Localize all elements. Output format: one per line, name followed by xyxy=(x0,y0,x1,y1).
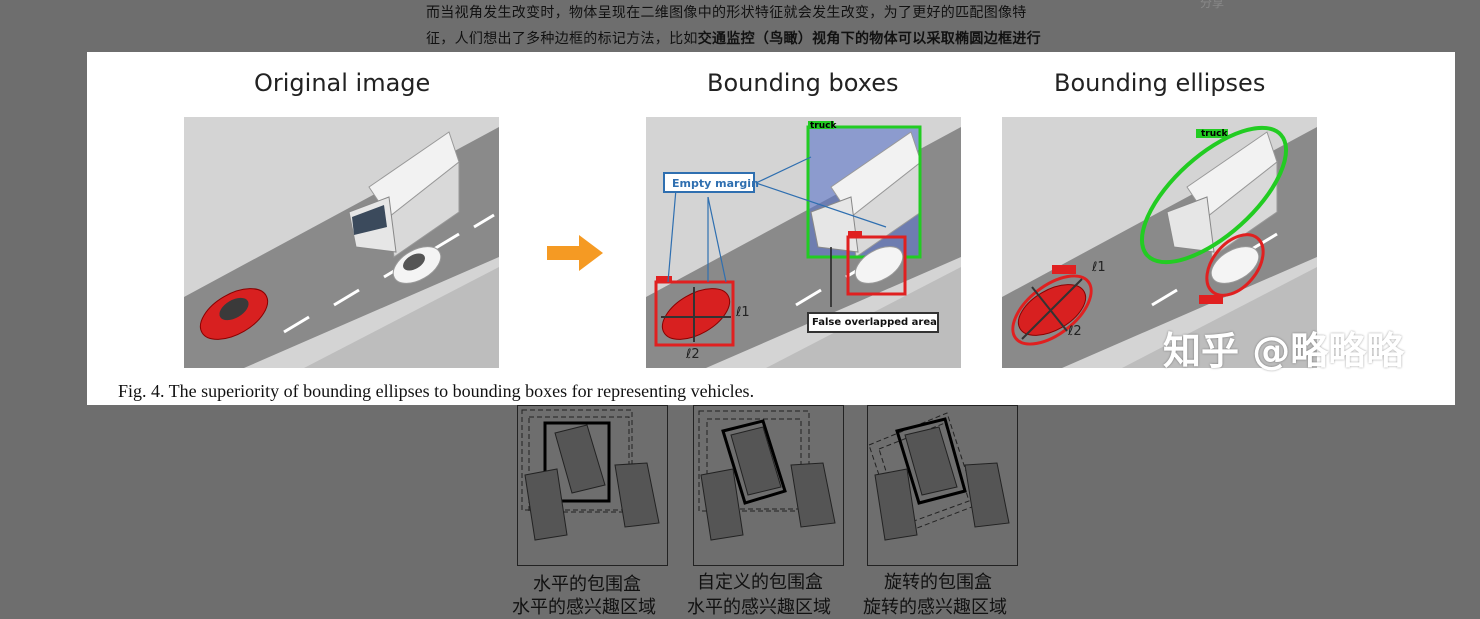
panel-title-boxes: Bounding boxes xyxy=(707,69,899,97)
diagram-custom-box xyxy=(693,405,845,567)
road-scene-ellipses xyxy=(1002,117,1317,368)
article-line-2-plain: 征，人们想出了多种边框的标记方法，比如 xyxy=(426,31,698,47)
bounding-ellipses-image: truck ℓ1 ℓ2 xyxy=(1002,117,1317,368)
truck-label-boxes: truck xyxy=(810,121,837,131)
article-line-1: 而当视角发生改变时，物体呈现在二维图像中的形状特征就会发生改变，为了更好的匹配图… xyxy=(426,5,1027,21)
road-scene-original xyxy=(184,117,499,368)
l1-label-boxes: ℓ1 xyxy=(736,305,750,320)
share-mark: 分享 xyxy=(1200,0,1225,10)
empty-margin-label: Empty margin xyxy=(672,177,759,190)
l1-label-ellipses: ℓ1 xyxy=(1092,260,1106,275)
diagram-caption-3b: 旋转的感兴趣区域 xyxy=(863,597,1007,618)
article-line-2-bold: 交通监控（鸟瞰）视角下的物体可以采取椭圆边框进行 xyxy=(697,31,1041,47)
figure-image[interactable]: Original image Bounding boxes Bounding e… xyxy=(87,52,1455,405)
false-overlap-label: False overlapped area xyxy=(812,317,937,328)
diagram-caption-2b: 水平的感兴趣区域 xyxy=(687,597,831,618)
road-scene-boxes xyxy=(646,117,961,368)
figure-caption: Fig. 4. The superiority of bounding elli… xyxy=(118,381,755,401)
truck-label-ellipses: truck xyxy=(1201,129,1228,139)
diagram-caption-3a: 旋转的包围盒 xyxy=(884,572,992,593)
l2-label-boxes: ℓ2 xyxy=(686,347,700,362)
diagram-caption-1b: 水平的感兴趣区域 xyxy=(512,597,656,618)
diagram-caption-2a: 自定义的包围盒 xyxy=(697,572,823,593)
original-image xyxy=(184,117,499,368)
article-line-2: 征，人们想出了多种边框的标记方法，比如交通监控（鸟瞰）视角下的物体可以采取椭圆边… xyxy=(426,28,1041,48)
panel-title-original: Original image xyxy=(254,69,431,97)
arrow-right-icon xyxy=(547,235,603,271)
diagram-caption-1a: 水平的包围盒 xyxy=(533,574,641,595)
l2-label-ellipses: ℓ2 xyxy=(1068,324,1082,339)
panel-title-ellipses: Bounding ellipses xyxy=(1054,69,1266,97)
zhihu-watermark: 知乎 @略略略 xyxy=(1163,329,1405,373)
diagram-horizontal-box xyxy=(517,405,669,567)
bounding-boxes-image: truck Empty margin False overlapped area… xyxy=(646,117,961,368)
diagram-rotated-box xyxy=(867,405,1019,567)
